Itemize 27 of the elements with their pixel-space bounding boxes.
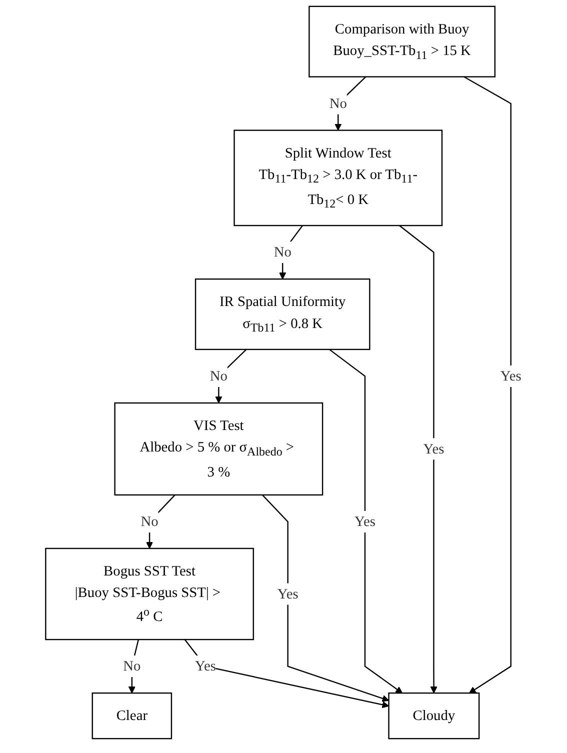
arrow xyxy=(464,76,512,694)
edge-label: Yes xyxy=(500,368,522,384)
edge-label: No xyxy=(140,513,158,530)
arrow xyxy=(334,76,366,131)
node-box: Split Window Test Tb$_{11}$-Tb$_{12}$ > 3.0 K or Tb$_{11}$-Tb$_{12}$< 0 K xyxy=(234,130,443,226)
node-box: VIS Test Albedo > 5 % or σ$_{Albedo}$ > 3 % xyxy=(114,402,324,496)
node-box: Bogus SST Test |Buoy SST-Bogus SST| > 4$^{o}$ C xyxy=(45,548,254,640)
edge-label: No xyxy=(123,658,141,674)
arrow xyxy=(398,225,438,694)
arrow xyxy=(128,639,140,694)
node-box: Clear xyxy=(92,692,172,740)
node-box: IR Spatial Uniformity σ$_{Tb11}$ > 0.8 K xyxy=(194,278,370,350)
edge-label: Yes xyxy=(277,586,298,602)
arrow xyxy=(184,639,390,708)
arrow xyxy=(279,225,304,280)
arrow xyxy=(215,349,247,404)
edge-label: Yes xyxy=(194,658,216,674)
edge-label: No xyxy=(210,368,228,384)
edge-label: No xyxy=(329,95,347,112)
edge-label: Yes xyxy=(354,513,376,530)
edge-label: No xyxy=(274,244,292,260)
arrow xyxy=(146,494,176,549)
node-box: Comparison with Buoy Buoy_SST-Tb$_{11}$ > 15 K xyxy=(308,6,496,78)
arrow xyxy=(262,494,390,702)
edge-label: Yes xyxy=(423,440,444,457)
arrow xyxy=(329,348,403,694)
node-box: Cloudy xyxy=(388,692,480,740)
